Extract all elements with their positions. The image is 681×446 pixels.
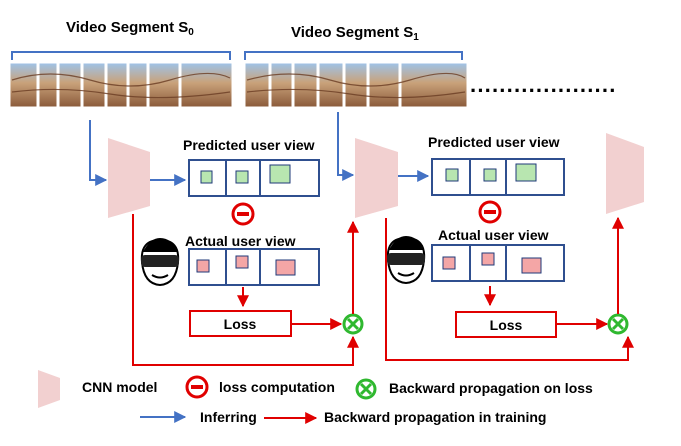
cnn-model-1 — [355, 138, 398, 218]
x-circle-icon — [342, 313, 364, 335]
infer-arrow-0 — [89, 120, 108, 186]
segment-brace-0 — [11, 51, 231, 60]
actual-view-box-0 — [188, 248, 320, 286]
legend-cnn-icon — [38, 370, 60, 408]
x-circle-icon — [355, 378, 377, 400]
actual-view-box-1 — [431, 244, 565, 282]
loss-box-0: Loss — [189, 310, 292, 337]
continuation-dots: ···················· — [470, 78, 617, 103]
film-strip-icon — [244, 62, 468, 108]
training-feedback-arrow-1 — [385, 218, 634, 361]
predicted-view-box-0 — [188, 159, 320, 197]
infer-arrow-1 — [337, 112, 355, 181]
vr-headset-user-icon — [386, 236, 426, 285]
legend-infer-label: Inferring — [200, 409, 257, 425]
loss-label-0: Loss — [224, 316, 257, 332]
segment-title-1: Video Segment S1 — [291, 24, 419, 43]
legend-loss-label: loss computation — [219, 379, 335, 395]
vr-headset-user-icon — [140, 238, 180, 287]
cnn-model-2 — [606, 133, 644, 214]
minus-circle-icon — [478, 200, 502, 224]
training-feedback-arrow-0 — [132, 214, 359, 366]
minus-circle-icon — [231, 202, 255, 226]
predicted-view-label-0: Predicted user view — [183, 137, 315, 153]
segment-title-0: Video Segment S0 — [66, 19, 194, 38]
actual-view-label-1: Actual user view — [438, 227, 549, 243]
predicted-view-label-1: Predicted user view — [428, 134, 560, 150]
minus-circle-icon — [185, 375, 209, 399]
x-circle-icon — [607, 313, 629, 335]
segment-brace-1 — [244, 51, 463, 60]
legend-cnn-label: CNN model — [82, 379, 157, 395]
actual-view-label-0: Actual user view — [185, 233, 296, 249]
legend-backward-training-label: Backward propagation in training — [324, 409, 546, 425]
legend-backward-loss-label: Backward propagation on loss — [389, 380, 593, 396]
predicted-view-box-1 — [431, 158, 565, 196]
film-strip-icon — [9, 62, 233, 108]
loss-label-1: Loss — [490, 317, 523, 333]
cnn-model-0 — [108, 138, 150, 218]
loss-box-1: Loss — [455, 311, 557, 338]
